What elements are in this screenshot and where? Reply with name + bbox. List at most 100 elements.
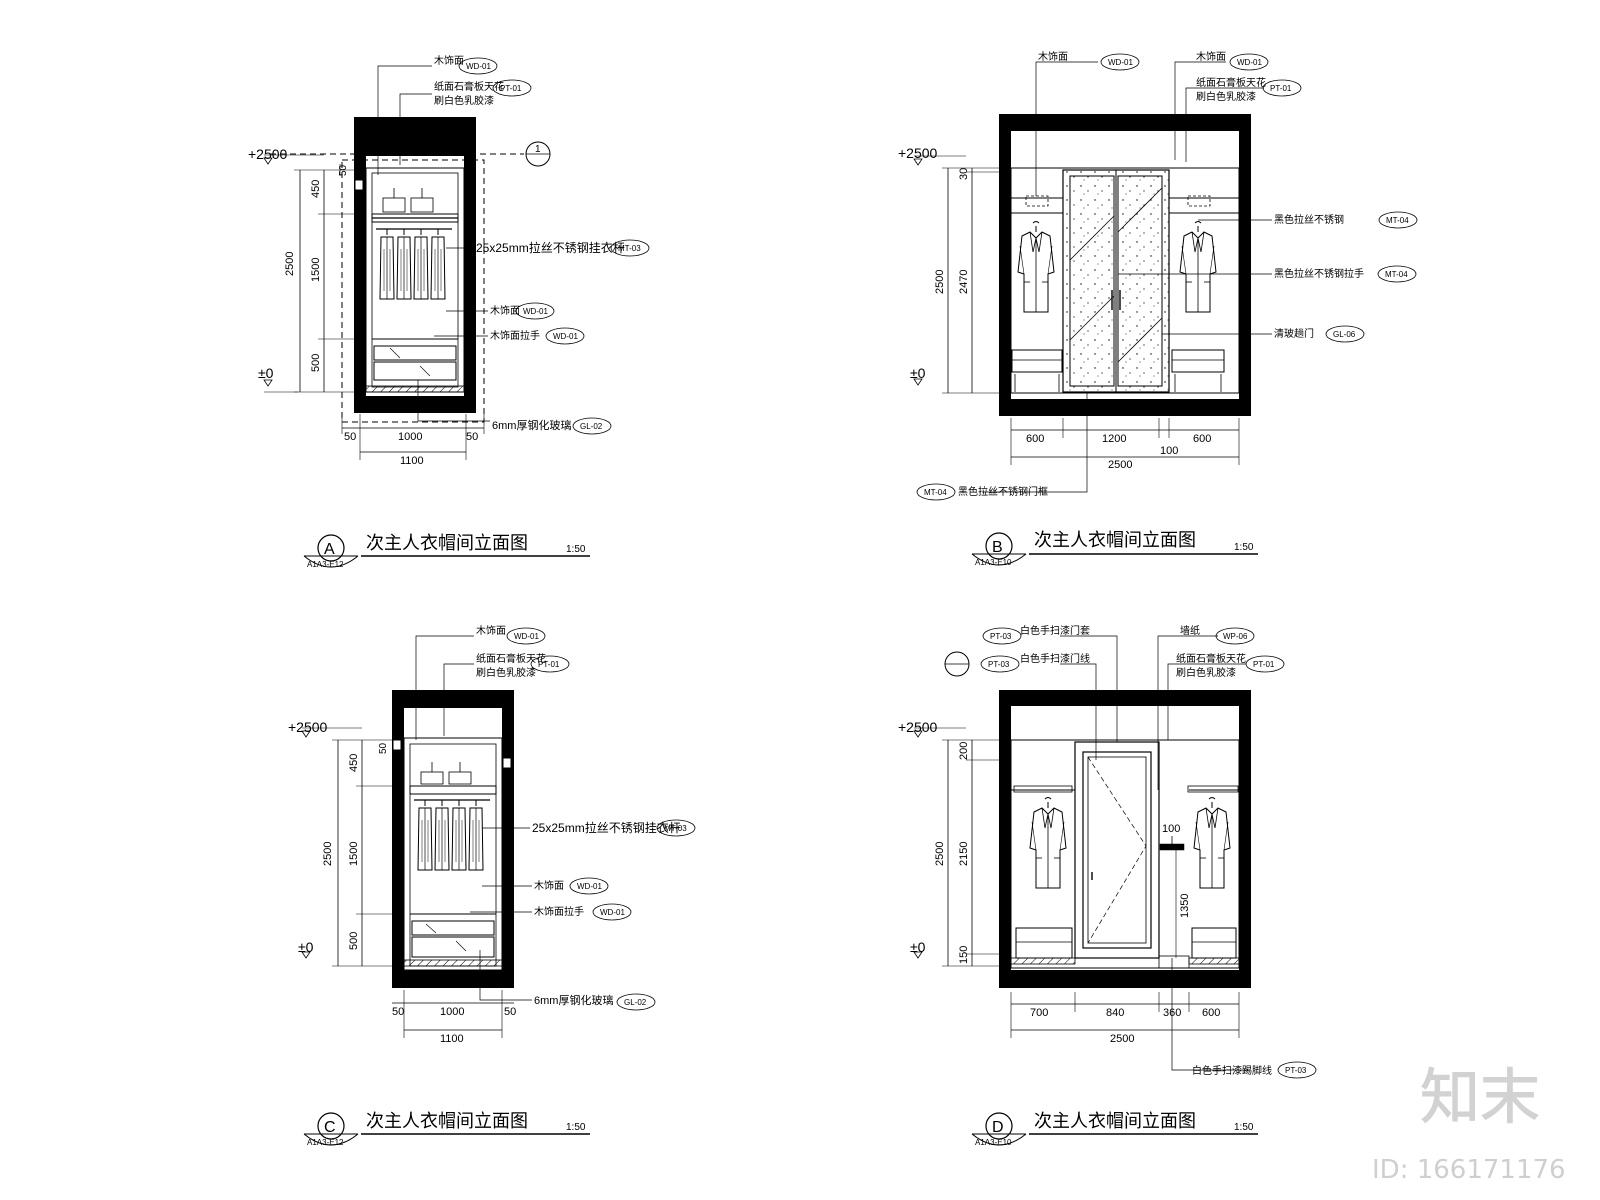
callout-code-a-0: WD-01 (466, 62, 491, 71)
level-top-a: +2500 (248, 146, 288, 162)
dim-top-small-a: 50 (338, 164, 349, 176)
dim-horizontal-a-1: 1000 (398, 431, 422, 443)
view-b-labels: +2500 ±0 2500 30 2470 600 1200 600 100 2… (898, 50, 1409, 567)
callout-code-b-0: WD-01 (1108, 58, 1133, 67)
callout-code-b-7: MT-04 (924, 488, 947, 497)
dim-total-width-c: 1100 (440, 1033, 464, 1045)
dim-vertical-d-0: 200 (958, 742, 970, 760)
scale-b: 1:50 (1234, 542, 1254, 553)
callout-code-c-1: PT-01 (538, 660, 560, 669)
dim-horizontal-c-1: 1000 (440, 1006, 464, 1018)
dim-horizontal-d-1: 840 (1106, 1007, 1124, 1019)
callout-a-1: 纸面石膏板天花 (434, 80, 504, 93)
dim-vertical-d-1: 2150 (958, 842, 970, 866)
level-top-b: +2500 (898, 145, 938, 161)
dim-horizontal-c-0: 50 (392, 1006, 404, 1018)
callout-a-2: 刷白色乳胶漆 (434, 94, 494, 107)
dim-total-height-b: 2500 (934, 270, 946, 294)
callout-d-0: 白色手扫漆门套 (1020, 624, 1090, 637)
dim-vertical-a-0: 450 (310, 180, 322, 198)
level-bottom-b: ±0 (910, 365, 926, 381)
dim-horizontal-d-0: 700 (1030, 1007, 1048, 1019)
callout-code-a-1: PT-01 (500, 84, 522, 93)
dim-total-height-d: 2500 (934, 842, 946, 866)
view-a-labels: +2500 ±0 2500 450 1500 500 50 50 1000 50… (248, 54, 641, 569)
callout-b-6: 清玻趟门 (1274, 327, 1314, 340)
level-bottom-d: ±0 (910, 939, 926, 955)
callout-code-c-0: WD-01 (514, 632, 539, 641)
elevation-view-b (913, 53, 1418, 566)
dim-total-width-d: 2500 (1110, 1033, 1134, 1045)
callout-c-0: 木饰面 (476, 624, 506, 637)
callout-b-7: 黑色拉丝不锈钢门框 (958, 485, 1048, 498)
callout-b-1: 木饰面 (1196, 50, 1226, 63)
callout-b-3: 刷白色乳胶漆 (1196, 90, 1256, 103)
view-d-labels: +2500 ±0 2500 200 2150 150 1350 100 700 … (898, 624, 1307, 1147)
view-title-b: 次主人衣帽间立面图 (1034, 530, 1196, 551)
callout-code-c-6: GL-02 (624, 998, 647, 1007)
sheet-ref-b: A1A3-E10 (975, 558, 1012, 567)
dim-horizontal-c-2: 50 (504, 1006, 516, 1018)
dim-vertical-d-2: 150 (958, 946, 970, 964)
sheet-ref-a: A1A3-E12 (307, 560, 344, 569)
callout-b-0: 木饰面 (1038, 50, 1068, 63)
callout-code-c-3: MT-03 (664, 824, 687, 833)
callout-a-6: 6mm厚钢化玻璃 (492, 418, 571, 432)
scale-c: 1:50 (566, 1122, 586, 1133)
dim-inner-d: 1350 (1179, 894, 1191, 918)
callout-code-c-4: WD-01 (577, 882, 602, 891)
dim-vertical-a-2: 500 (310, 354, 322, 372)
dim-horizontal-a-2: 50 (466, 431, 478, 443)
view-letter-b: B (992, 539, 1003, 556)
callout-c-6: 6mm厚钢化玻璃 (534, 993, 613, 1007)
callout-code-d-2: WP-06 (1223, 632, 1248, 641)
elevation-view-c (301, 627, 696, 1146)
level-bottom-c: ±0 (298, 939, 314, 955)
callout-d-4: 刷白色乳胶漆 (1176, 666, 1236, 679)
callout-code-d-1: PT-03 (988, 660, 1010, 669)
callout-c-5: 木饰面拉手 (534, 905, 584, 918)
dim-vertical-b-1: 2470 (958, 270, 970, 294)
dim-vertical-b-0: 30 (958, 168, 970, 180)
dim-horizontal-b-1: 1200 (1102, 433, 1126, 445)
callout-a-0: 木饰面 (434, 54, 464, 67)
callout-code-a-3: MT-03 (618, 244, 641, 253)
dim-top-small-c: 50 (378, 742, 389, 754)
callout-code-a-5: WD-01 (553, 332, 578, 341)
dim-total-width-a: 1100 (400, 455, 424, 467)
callout-code-d-0: PT-03 (990, 632, 1012, 641)
callout-a-4: 木饰面 (490, 304, 520, 317)
dim-vertical-c-2: 500 (348, 932, 360, 950)
callout-b-4: 黑色拉丝不锈钢 (1274, 213, 1344, 226)
dim-total-height-a: 2500 (284, 252, 296, 276)
dim-vertical-c-1: 1500 (348, 842, 360, 866)
section-mark-a: 1 (535, 144, 541, 155)
dim-horizontal-d-2: 360 (1163, 1007, 1181, 1019)
callout-c-2: 刷白色乳胶漆 (476, 666, 536, 679)
dim-horizontal-b-2: 600 (1193, 433, 1211, 445)
callout-code-a-6: GL-02 (580, 422, 603, 431)
callout-code-b-6: GL-06 (1333, 330, 1356, 339)
view-letter-a: A (324, 541, 335, 558)
callout-code-b-5: MT-04 (1385, 270, 1408, 279)
elevation-view-d (913, 627, 1317, 1146)
callout-d-1: 白色手扫漆门线 (1020, 652, 1090, 665)
callout-a-5: 木饰面拉手 (490, 329, 540, 342)
callout-code-b-1: WD-01 (1237, 58, 1262, 67)
view-title-d: 次主人衣帽间立面图 (1034, 1111, 1196, 1132)
callout-code-b-4: MT-04 (1386, 216, 1409, 225)
watermark-id: ID: 166171176 (1372, 1155, 1566, 1185)
scale-a: 1:50 (566, 544, 586, 555)
callout-c-3: 25x25mm拉丝不锈钢挂衣杆 (532, 820, 681, 835)
dim-vertical-a-1: 1500 (310, 258, 322, 282)
dim-vertical-c-0: 450 (348, 754, 360, 772)
dim-small-b: 100 (1160, 445, 1178, 457)
callout-code-d-3: PT-01 (1253, 660, 1275, 669)
sheet-ref-d: A1A3-E10 (975, 1138, 1012, 1147)
view-c-labels: +2500 ±0 2500 450 1500 500 50 50 1000 50… (288, 624, 687, 1147)
dim-horizontal-d-3: 600 (1202, 1007, 1220, 1019)
sheet-ref-c: A1A3-E12 (307, 1138, 344, 1147)
callout-code-c-5: WD-01 (600, 908, 625, 917)
callout-c-4: 木饰面 (534, 879, 564, 892)
